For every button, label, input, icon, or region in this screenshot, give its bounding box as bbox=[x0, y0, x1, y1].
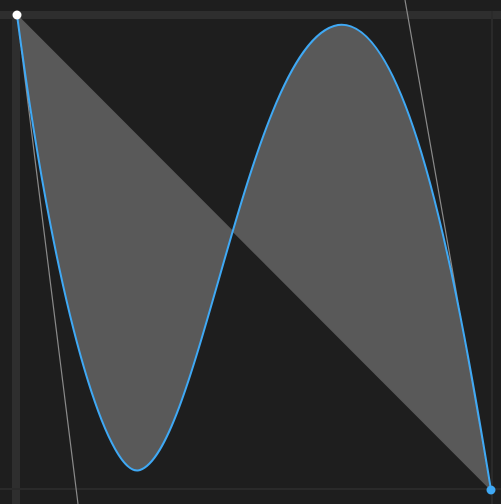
start-tangent-handle-line[interactable] bbox=[16, 14, 79, 504]
diagonal-reference-line bbox=[16, 14, 492, 491]
right-frame-guide bbox=[491, 11, 493, 504]
start-point-handle[interactable] bbox=[12, 10, 22, 20]
bezier-curve[interactable] bbox=[16, 14, 492, 491]
end-point-handle[interactable] bbox=[486, 485, 496, 495]
left-frame-guide bbox=[12, 11, 20, 504]
top-frame-guide bbox=[0, 11, 501, 19]
bottom-frame-guide bbox=[0, 488, 501, 490]
